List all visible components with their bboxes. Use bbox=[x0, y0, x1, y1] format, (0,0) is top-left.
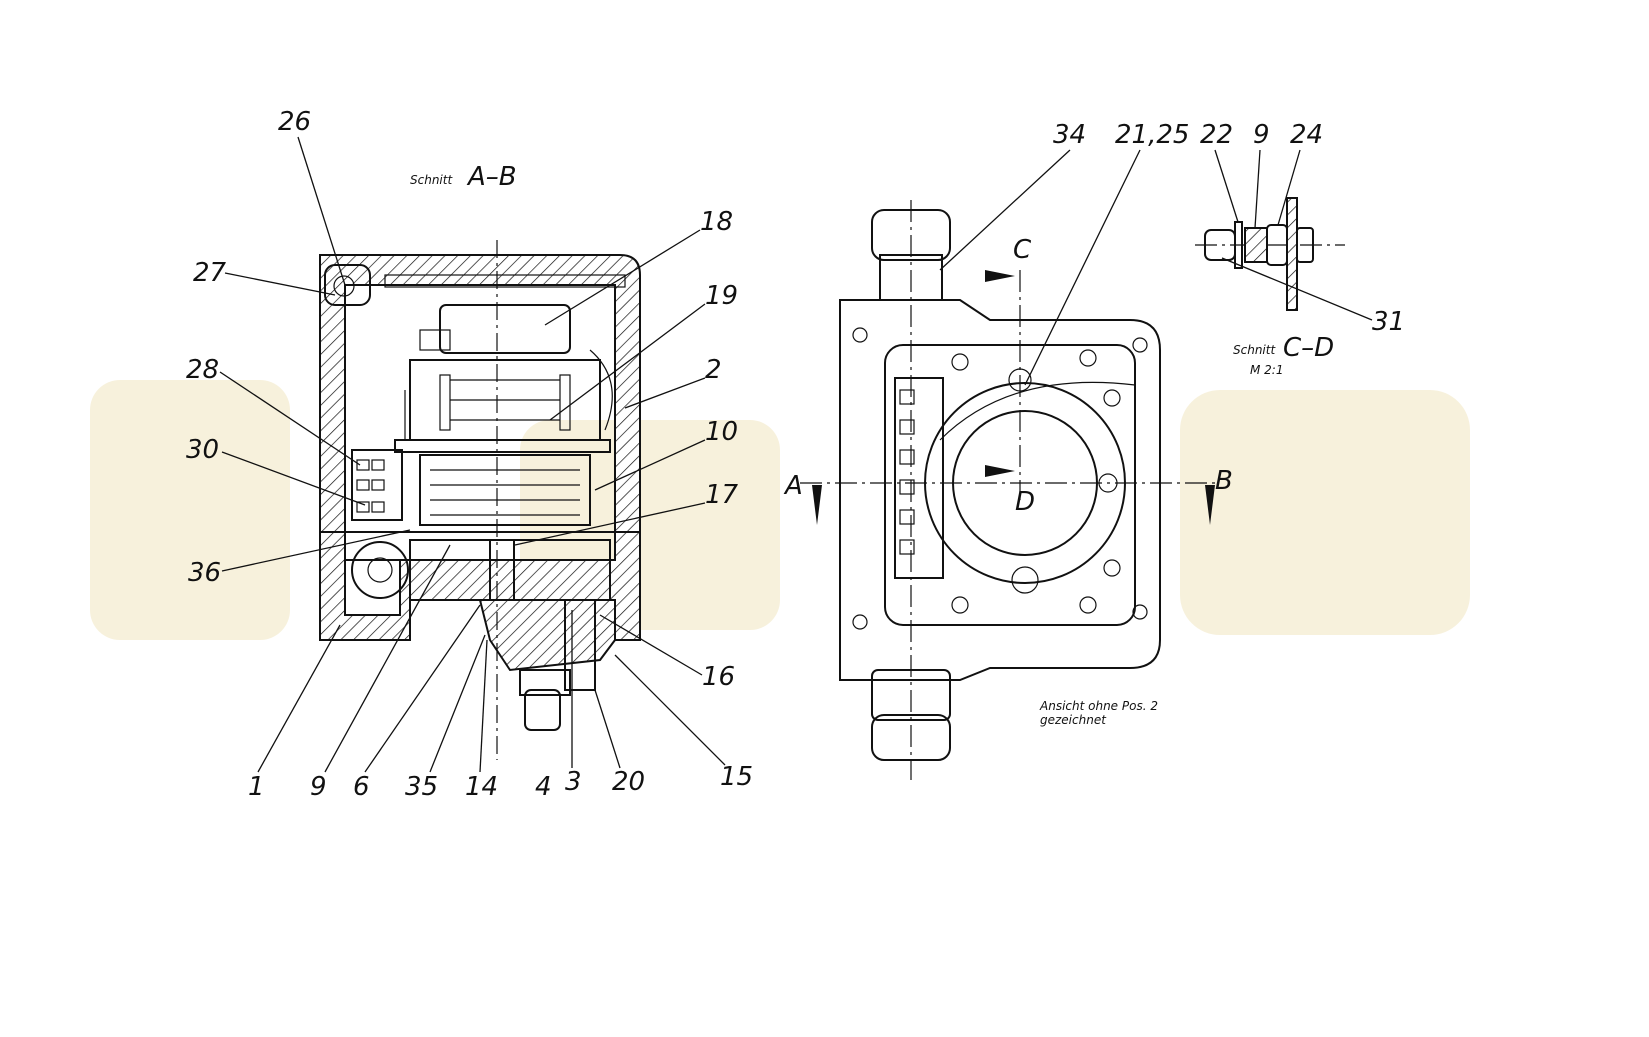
callout-20: 20 bbox=[612, 767, 645, 797]
watermark bbox=[90, 380, 1470, 640]
callout-22: 22 bbox=[1200, 120, 1233, 150]
callout-1: 1 bbox=[248, 772, 265, 802]
callout-21-25: 21,25 bbox=[1115, 120, 1189, 150]
callout-35: 35 bbox=[405, 772, 438, 802]
callout-19: 19 bbox=[705, 281, 738, 311]
callout-31: 31 bbox=[1372, 307, 1405, 337]
detail-cd-view bbox=[1195, 197, 1345, 311]
callout-16: 16 bbox=[702, 662, 735, 692]
callouts-detail: 22 9 24 31 bbox=[1200, 120, 1405, 337]
callout-24: 24 bbox=[1290, 120, 1323, 150]
section-cd-scale: M 2:1 bbox=[1250, 363, 1283, 377]
callout-28: 28 bbox=[186, 355, 219, 385]
view-note-line2: gezeichnet bbox=[1040, 713, 1107, 727]
callout-34: 34 bbox=[1053, 120, 1086, 150]
callout-14: 14 bbox=[465, 772, 498, 802]
callout-26: 26 bbox=[278, 107, 311, 137]
callout-10: 10 bbox=[705, 417, 738, 447]
section-cd-name: C–D bbox=[1283, 333, 1334, 363]
marker-d: D bbox=[1015, 487, 1035, 517]
callout-2: 2 bbox=[705, 355, 722, 385]
callout-9: 9 bbox=[310, 772, 327, 802]
section-cd-word: Schnitt bbox=[1233, 343, 1276, 357]
callout-30: 30 bbox=[186, 435, 219, 465]
callouts-right: 34 21,25 bbox=[939, 120, 1189, 386]
marker-a: A bbox=[783, 471, 803, 501]
front-view bbox=[800, 200, 1215, 780]
marker-c: C bbox=[1013, 235, 1032, 265]
section-ab-word: Schnitt bbox=[410, 173, 453, 187]
section-ab-name: A–B bbox=[466, 162, 517, 192]
callout-3: 3 bbox=[565, 767, 582, 797]
callout-15: 15 bbox=[720, 762, 753, 792]
callout-27: 27 bbox=[193, 258, 227, 288]
callout-9-detail: 9 bbox=[1253, 120, 1270, 150]
callouts-left: 26 27 28 30 36 18 19 2 10 17 16 15 1 9 6… bbox=[186, 107, 753, 802]
view-note-line1: Ansicht ohne Pos. 2 bbox=[1039, 699, 1158, 713]
marker-b: B bbox=[1215, 466, 1233, 496]
callout-6: 6 bbox=[353, 772, 370, 802]
callout-17: 17 bbox=[705, 480, 739, 510]
callout-18: 18 bbox=[700, 207, 733, 237]
section-ab-view bbox=[319, 240, 641, 760]
callout-36: 36 bbox=[188, 558, 221, 588]
callout-4: 4 bbox=[535, 772, 552, 802]
